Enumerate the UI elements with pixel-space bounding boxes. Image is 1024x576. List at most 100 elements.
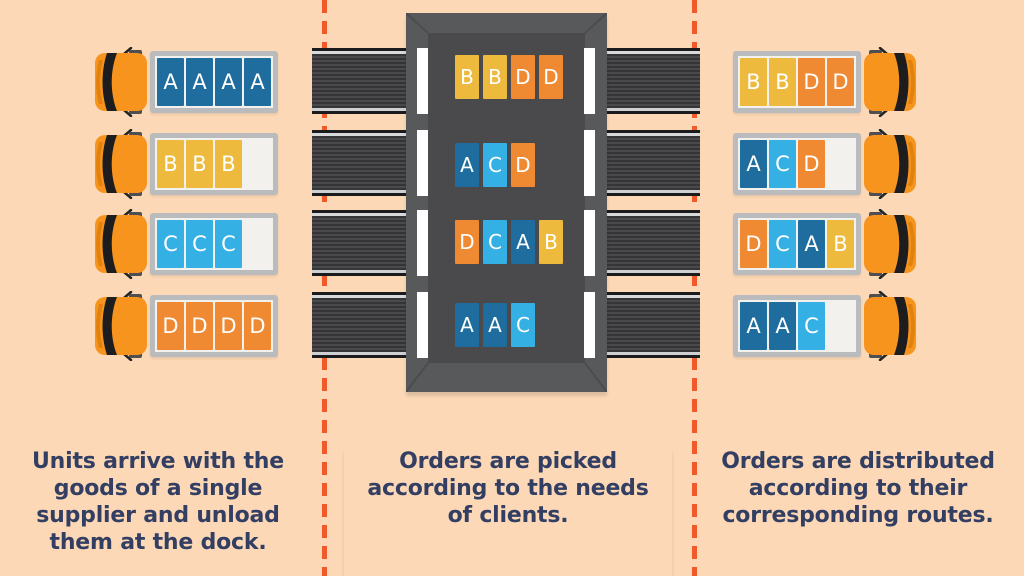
- cargo-unit-D: D: [827, 58, 854, 106]
- dock-bay-door: [584, 292, 595, 358]
- section-divider-left: [322, 0, 327, 576]
- outbound-ramp: [607, 48, 700, 114]
- cargo-unit-A: A: [769, 302, 796, 350]
- inbound-ramp: [312, 210, 407, 276]
- cab-front-shade: [908, 60, 915, 104]
- cargo-unit-D: D: [157, 302, 184, 350]
- cargo-unit-D: D: [511, 143, 535, 187]
- cargo-unit-C: C: [215, 220, 242, 268]
- windshield-icon: [894, 53, 909, 111]
- cargo-unit-D: D: [244, 302, 271, 350]
- windshield-icon: [894, 215, 909, 273]
- caption-line: Units arrive with the: [32, 449, 284, 474]
- cargo-unit-B: B: [539, 220, 563, 264]
- outbound-ramp: [607, 130, 700, 196]
- cargo-unit-B: B: [455, 55, 479, 99]
- section-divider-right: [692, 0, 697, 576]
- caption-line: goods of a single: [53, 476, 263, 501]
- cargo-unit-B: B: [740, 58, 767, 106]
- cargo-unit-D: D: [539, 55, 563, 99]
- cargo-unit-B: B: [157, 140, 184, 188]
- cargo-unit-A: A: [511, 220, 535, 264]
- dock-bay-door: [417, 130, 428, 196]
- cargo-unit-C: C: [769, 220, 796, 268]
- cargo-unit-B: B: [483, 55, 507, 99]
- cargo-unit-D: D: [215, 302, 242, 350]
- cargo-unit-A: A: [186, 58, 213, 106]
- inbound-ramp: [312, 292, 407, 358]
- cargo-unit-A: A: [798, 220, 825, 268]
- cargo-unit-B: B: [186, 140, 213, 188]
- windshield-icon: [102, 215, 117, 273]
- outbound-ramp: [607, 210, 700, 276]
- cargo-unit-D: D: [186, 302, 213, 350]
- cargo-unit-D: D: [455, 220, 479, 264]
- cargo-unit-C: C: [483, 143, 507, 187]
- cargo-unit-C: C: [511, 303, 535, 347]
- truck-cab-graphic: [864, 290, 916, 362]
- windshield-icon: [102, 135, 117, 193]
- truck-cab: [93, 208, 150, 280]
- cargo-unit-B: B: [769, 58, 796, 106]
- caption-line: of clients.: [447, 503, 569, 528]
- caption-line: according to the needs: [367, 476, 649, 501]
- cab-front-shade: [96, 60, 103, 104]
- dock-bay-door: [417, 48, 428, 114]
- cargo-unit-C: C: [157, 220, 184, 268]
- cargo-unit-D: D: [798, 58, 825, 106]
- dock-bay-door: [584, 210, 595, 276]
- cargo-unit-B: B: [827, 220, 854, 268]
- truck-cab: [93, 290, 150, 362]
- truck-cab-graphic: [95, 290, 147, 362]
- cargo-unit-A: A: [215, 58, 242, 106]
- windshield-icon: [102, 53, 117, 111]
- inbound-ramp: [312, 130, 407, 196]
- caption-line: supplier and unload: [36, 503, 280, 528]
- truck-cab-graphic: [95, 46, 147, 118]
- cab-front-shade: [908, 222, 915, 266]
- cab-front-shade: [96, 222, 103, 266]
- cargo-unit-C: C: [483, 220, 507, 264]
- caption-line: them at the dock.: [49, 530, 267, 555]
- cab-front-shade: [908, 304, 915, 348]
- truck-cab: [93, 46, 150, 118]
- cargo-unit-C: C: [798, 302, 825, 350]
- cargo-unit-C: C: [769, 140, 796, 188]
- truck-cab: [861, 290, 918, 362]
- truck-cab-graphic: [95, 128, 147, 200]
- windshield-icon: [894, 135, 909, 193]
- windshield-icon: [102, 297, 117, 355]
- truck-cab: [861, 128, 918, 200]
- cab-front-shade: [96, 304, 103, 348]
- cargo-unit-A: A: [455, 143, 479, 187]
- cargo-unit-A: A: [157, 58, 184, 106]
- cargo-unit-C: C: [186, 220, 213, 268]
- outbound-ramp: [607, 292, 700, 358]
- dock-bay-door: [584, 130, 595, 196]
- cargo-unit-A: A: [740, 140, 767, 188]
- truck-cab: [861, 46, 918, 118]
- dock-bay-door: [417, 210, 428, 276]
